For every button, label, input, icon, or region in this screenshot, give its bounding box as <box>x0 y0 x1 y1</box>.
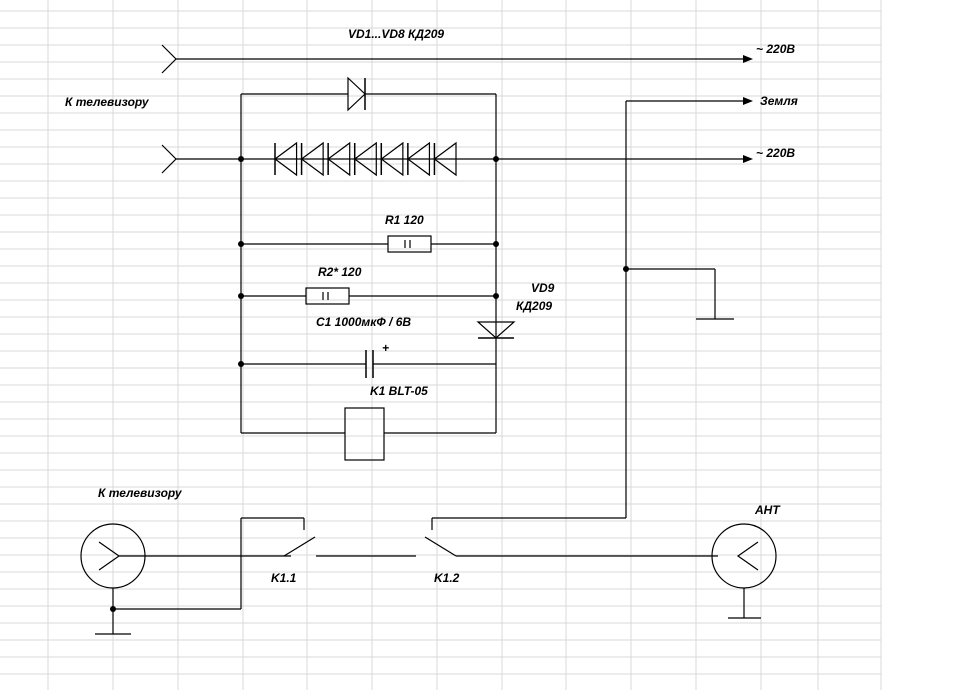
label-antenna: АНТ <box>754 503 781 517</box>
label-c1: C1 1000мкФ / 6В <box>316 315 411 329</box>
tv-connector <box>80 517 305 635</box>
label-c1-plus: + <box>382 341 389 355</box>
antenna-connector <box>711 523 777 619</box>
diode-chain-element <box>325 141 352 177</box>
label-k1-2: K1.2 <box>434 571 460 585</box>
label-diodes: VD1...VD8 КД209 <box>348 27 444 41</box>
label-r2: R2* 120 <box>318 265 362 279</box>
label-ground: Земля <box>760 94 798 108</box>
label-vd9-type: КД209 <box>516 299 552 313</box>
label-r1: R1 120 <box>385 213 424 227</box>
diode-chain-element <box>378 141 405 177</box>
junction-dots <box>110 156 629 612</box>
label-tv-bottom: К телевизору <box>98 486 183 500</box>
diode-vd9 <box>476 321 516 339</box>
switch-k1-2 <box>424 517 718 557</box>
label-k1: K1 BLT-05 <box>370 384 428 398</box>
switch-k1-1 <box>283 536 416 557</box>
diode-chain-element <box>431 141 458 177</box>
diode-chain-element <box>404 141 432 177</box>
diode-chain-vd1-vd8 <box>272 141 458 177</box>
resistor-r2 <box>241 287 496 305</box>
diode-chain-element <box>298 141 326 177</box>
diode-chain-element <box>351 141 379 177</box>
capacitor-c1 <box>241 350 496 378</box>
label-tv-top: К телевизору <box>65 95 150 109</box>
label-vd9: VD9 <box>531 281 555 295</box>
mains-line-middle <box>161 144 753 174</box>
diode-top-branch <box>240 76 497 433</box>
relay-coil-k1 <box>241 407 496 461</box>
label-mains-mid: ~ 220В <box>756 146 795 160</box>
diode-chain-element <box>272 141 299 177</box>
label-mains-top: ~ 220В <box>756 42 795 56</box>
resistor-r1 <box>241 235 496 253</box>
label-k1-1: K1.1 <box>271 571 297 585</box>
grid-background <box>0 0 882 690</box>
mains-line-top <box>161 44 753 74</box>
ground-line <box>625 97 753 518</box>
